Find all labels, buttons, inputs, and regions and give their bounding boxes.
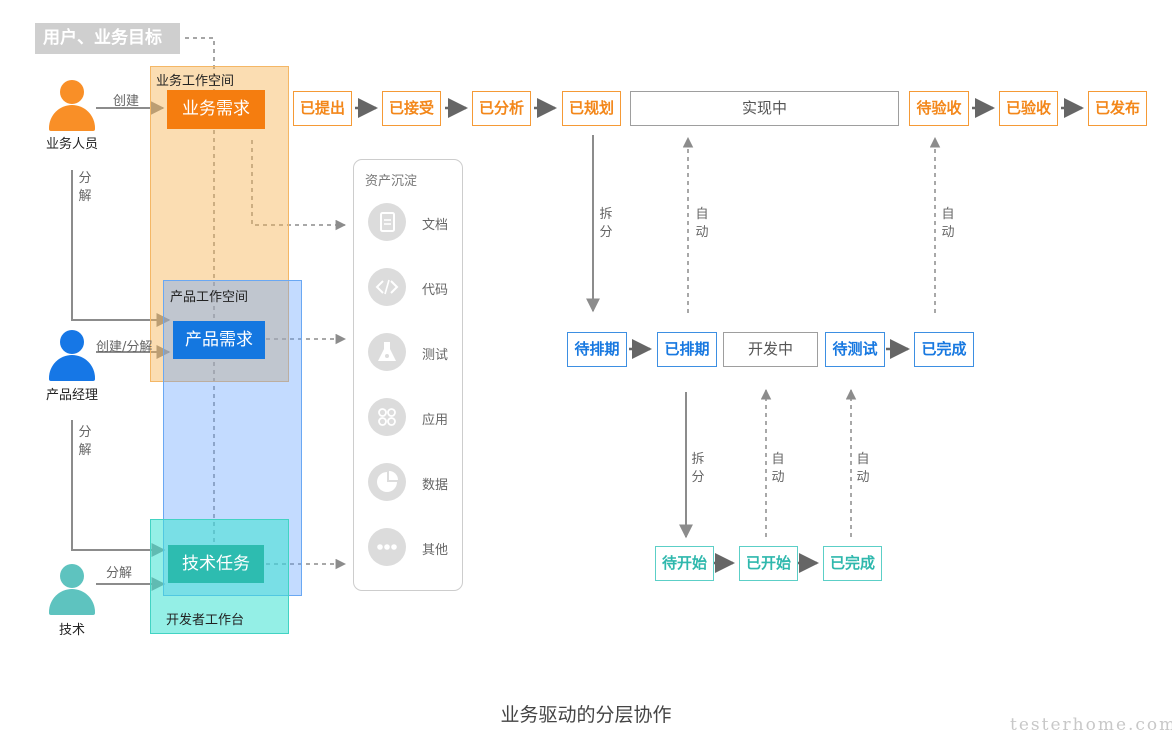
business-person-icon <box>49 80 95 134</box>
split-vertical-label-1: 分解 <box>78 171 92 204</box>
product-workspace-label: 产品工作空间 <box>170 290 249 305</box>
tech-person-label: 技术 <box>58 623 85 638</box>
goal-label: 用户、业务目标 <box>35 23 180 54</box>
business-person-label: 业务人员 <box>45 137 98 152</box>
auto-label-bottom-1: 自动 <box>771 452 785 485</box>
pie-chart-icon <box>368 463 406 501</box>
prod-state-unscheduled: 待排期 <box>567 332 627 367</box>
business-workspace-label: 业务工作空间 <box>156 74 235 89</box>
tech-task-box: 技术任务 <box>168 545 264 583</box>
business-requirement-box: 业务需求 <box>167 90 265 129</box>
tech-state-pending-start: 待开始 <box>655 546 714 581</box>
flask-icon <box>368 333 406 371</box>
biz-state-accepted-final: 已验收 <box>999 91 1058 126</box>
create-label: 创建 <box>113 94 140 109</box>
product-requirement-box: 产品需求 <box>173 321 265 359</box>
watermark: testerhome.com <box>1010 715 1172 735</box>
prod-state-scheduled: 已排期 <box>657 332 717 367</box>
split-vertical-label-2: 分解 <box>78 425 92 458</box>
asset-item-label: 其他 <box>422 543 449 558</box>
asset-item-label: 应用 <box>422 413 449 428</box>
asset-panel-title: 资产沉淀 <box>365 174 418 189</box>
prod-state-done: 已完成 <box>914 332 974 367</box>
apps-icon <box>368 398 406 436</box>
asset-item-label: 测试 <box>422 348 449 363</box>
developer-workspace-label: 开发者工作台 <box>166 613 245 628</box>
biz-state-released: 已发布 <box>1088 91 1147 126</box>
biz-state-analyzed: 已分析 <box>472 91 531 126</box>
biz-state-pending-acceptance: 待验收 <box>909 91 969 126</box>
asset-item-label: 文档 <box>422 218 449 233</box>
diagram-caption: 业务驱动的分层协作 <box>500 704 672 726</box>
biz-state-implementing: 实现中 <box>630 91 899 126</box>
create-split-label: 创建/分解 <box>96 340 153 355</box>
asset-item-label: 数据 <box>422 478 449 493</box>
biz-state-accepted: 已接受 <box>382 91 441 126</box>
asset-item-label: 代码 <box>422 283 449 298</box>
code-icon <box>368 268 406 306</box>
document-icon <box>368 203 406 241</box>
prod-state-pending-test: 待测试 <box>825 332 885 367</box>
auto-label-top-1: 自动 <box>695 207 709 240</box>
biz-state-planned: 已规划 <box>562 91 621 126</box>
product-manager-icon <box>49 330 95 384</box>
split-label: 分解 <box>106 566 133 581</box>
product-manager-label: 产品经理 <box>45 388 98 403</box>
auto-label-bottom-2: 自动 <box>856 452 870 485</box>
more-icon <box>368 528 406 566</box>
tech-state-done: 已完成 <box>823 546 882 581</box>
chai-fen-label-bottom: 拆分 <box>691 452 705 485</box>
auto-label-top-2: 自动 <box>941 207 955 240</box>
chai-fen-label-top: 拆分 <box>599 207 613 240</box>
prod-state-developing: 开发中 <box>723 332 818 367</box>
biz-state-proposed: 已提出 <box>293 91 352 126</box>
tech-state-started: 已开始 <box>739 546 798 581</box>
tech-person-icon <box>49 564 95 618</box>
